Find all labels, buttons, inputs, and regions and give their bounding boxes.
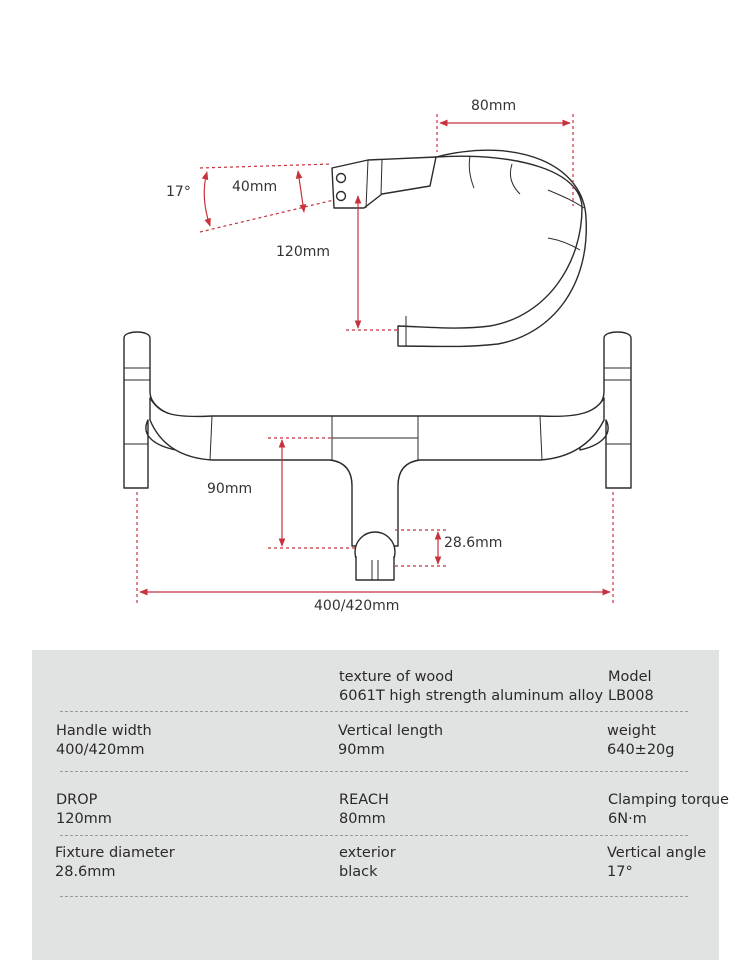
spec-cell: REACH 80mm — [339, 791, 389, 829]
spec-value: 28.6mm — [55, 864, 116, 880]
bar-hook-side — [397, 149, 587, 348]
stem-bolt-bottom — [335, 190, 347, 202]
spec-label: Fixture diameter — [55, 845, 175, 861]
clamp-slot — [355, 556, 395, 581]
spec-table: texture of wood 6061T high strength alum… — [32, 650, 729, 960]
stem-height-label: 40mm — [232, 179, 278, 195]
stem-bolt-top — [335, 172, 347, 184]
spec-cell: Vertical angle 17° — [607, 844, 706, 882]
top-bar — [149, 397, 605, 547]
spec-label: Handle width — [56, 723, 152, 739]
spec-label: Vertical angle — [607, 845, 707, 861]
row-divider — [60, 771, 688, 772]
spec-value: LB008 — [608, 688, 654, 704]
spec-cell: Model LB008 — [608, 668, 654, 706]
angle-arc — [201, 171, 211, 227]
vertical-length-label: 90mm — [207, 481, 253, 497]
spec-label: exterior — [339, 845, 396, 861]
front-view — [123, 331, 632, 581]
spec-value: black — [339, 864, 378, 880]
side-view — [331, 149, 587, 348]
spec-value: 120mm — [56, 811, 112, 827]
width-label: 400/420mm — [314, 598, 400, 614]
spec-label: texture of wood — [339, 669, 454, 685]
spec-cell: Handle width 400/420mm — [56, 722, 152, 760]
spec-cell: exterior black — [339, 844, 396, 882]
row-divider — [60, 711, 688, 712]
spec-label: DROP — [56, 792, 98, 808]
spec-value: 90mm — [338, 742, 385, 758]
spec-value: 80mm — [339, 811, 386, 827]
handlebar-drawing — [123, 114, 632, 606]
row-divider — [60, 896, 688, 897]
handlebar-diagram: 80mm 17° 40mm 120mm 90mm 28.6mm 400/420m… — [123, 98, 632, 614]
row-divider — [60, 835, 688, 836]
right-drop — [579, 331, 632, 489]
stem-side — [331, 156, 437, 209]
spec-value: 6N·m — [608, 811, 647, 827]
spec-label: REACH — [339, 792, 389, 808]
drop-label: 120mm — [276, 244, 330, 260]
side-dimensions — [199, 114, 574, 331]
spec-value: 640±20g — [607, 742, 675, 758]
spec-label: weight — [607, 723, 656, 739]
spec-label: Clamping torque — [608, 792, 729, 808]
angle-label: 17° — [166, 184, 191, 200]
spec-label: Model — [608, 669, 652, 685]
spec-cell: Fixture diameter 28.6mm — [55, 844, 175, 882]
reach-label: 80mm — [471, 98, 517, 114]
spec-cell: Vertical length 90mm — [338, 722, 443, 760]
spec-value: 6061T high strength aluminum alloy — [339, 688, 604, 704]
stem-height-arrow — [295, 170, 307, 213]
spec-cell: Clamping torque 6N·m — [608, 791, 729, 829]
spec-cell: DROP 120mm — [56, 791, 112, 829]
spec-value: 400/420mm — [56, 742, 145, 758]
spec-value: 17° — [607, 864, 633, 880]
spec-label: Vertical length — [338, 723, 444, 739]
spec-cell: texture of wood 6061T high strength alum… — [339, 668, 603, 706]
clamp-diameter-label: 28.6mm — [444, 535, 503, 551]
spec-cell: weight 640±20g — [607, 722, 674, 760]
front-dimensions — [136, 437, 614, 606]
